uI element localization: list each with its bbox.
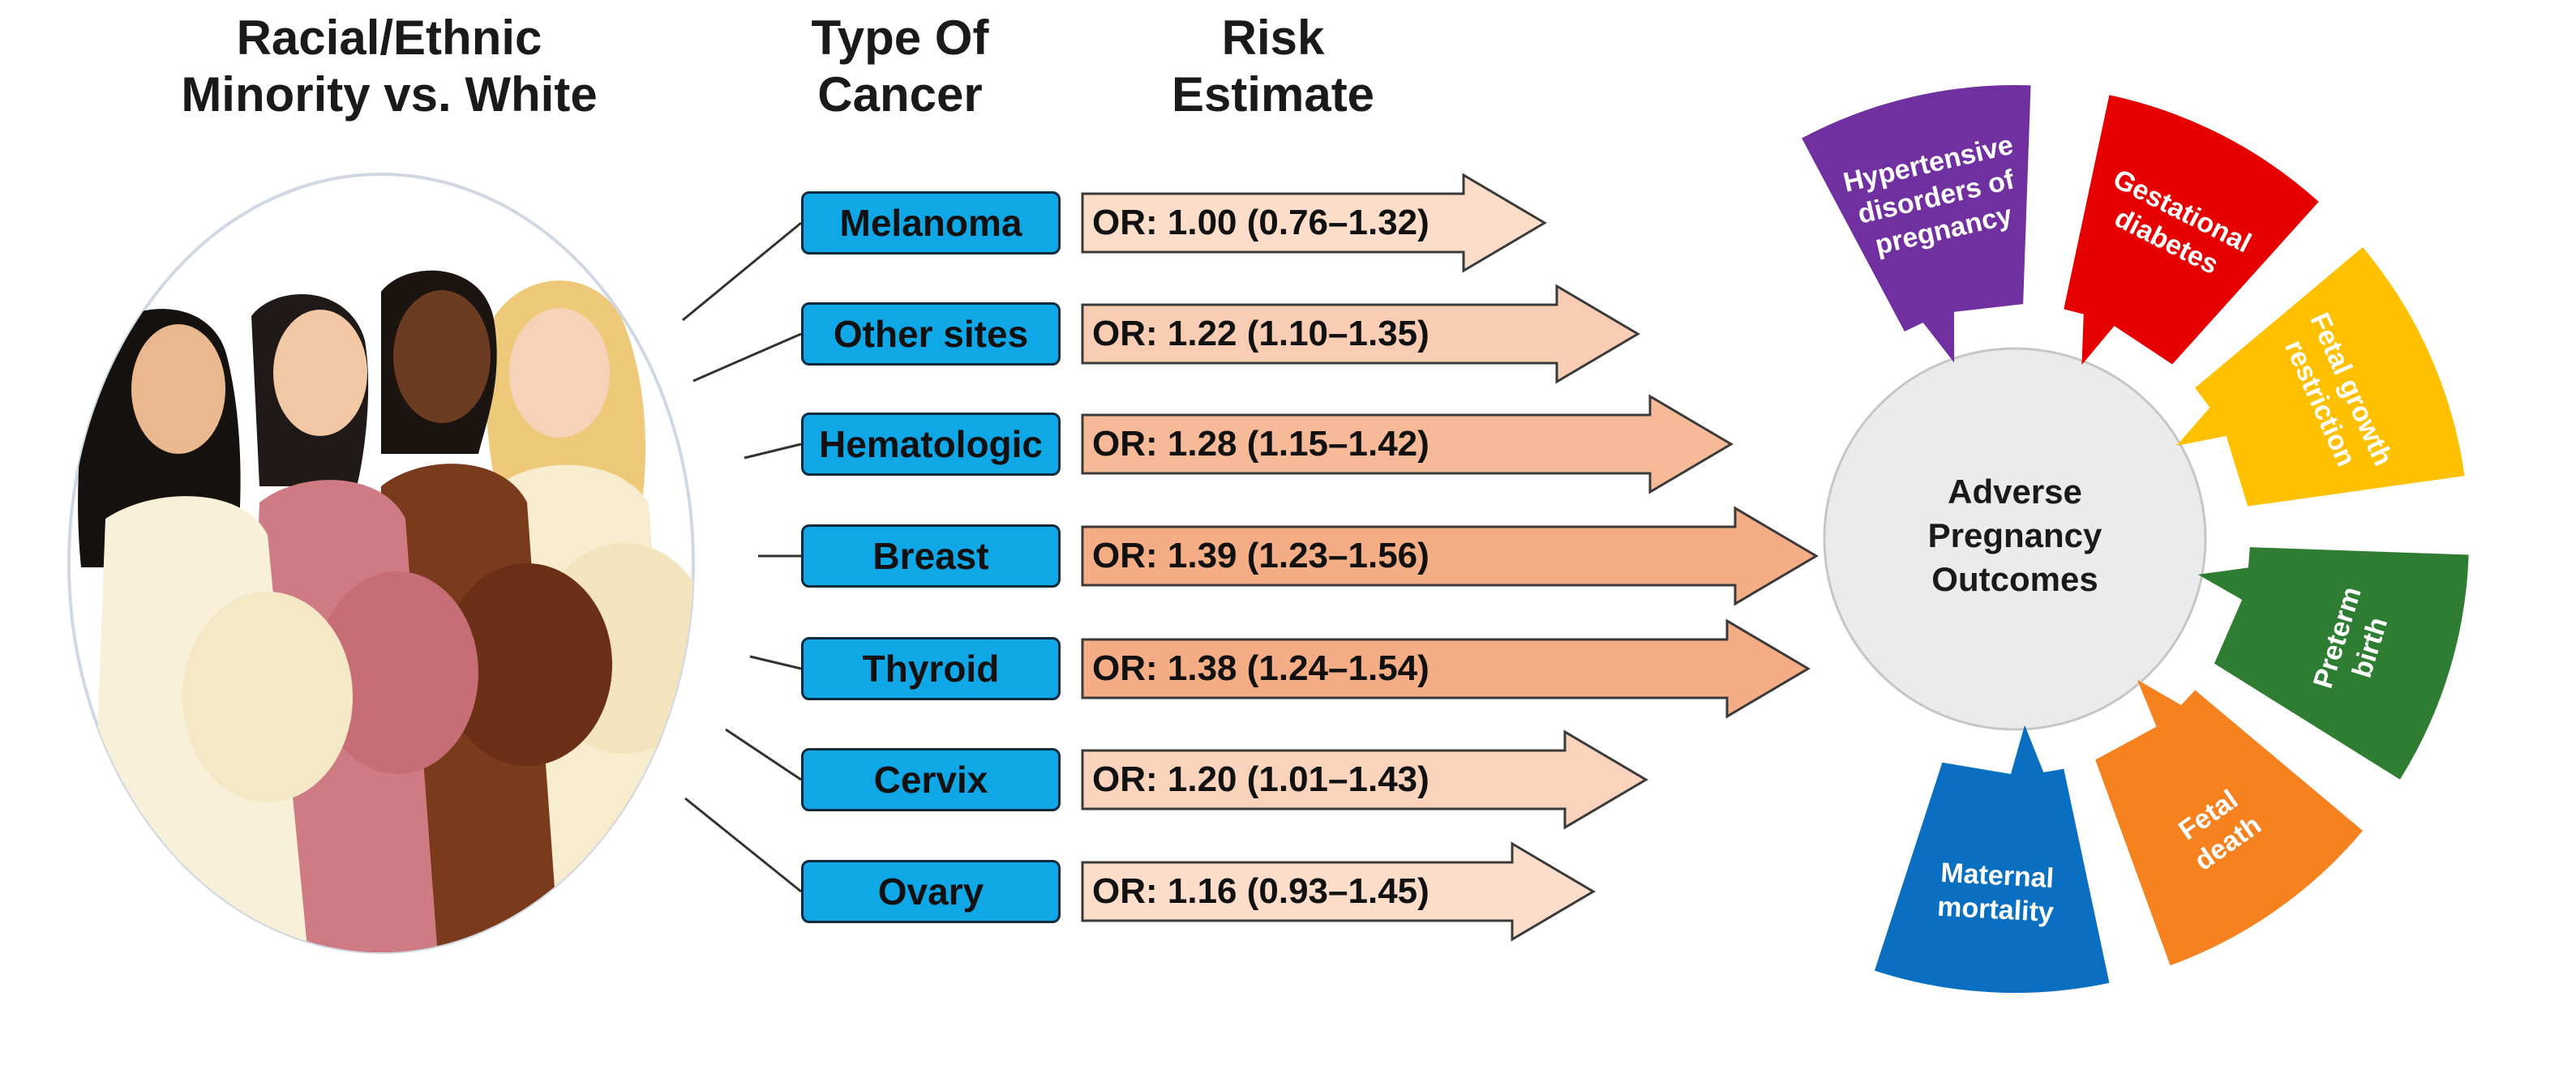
- risk-arrow: [1081, 729, 1648, 830]
- center-label: Adverse Pregnancy Outcomes: [1857, 470, 2173, 601]
- risk-arrow: [1081, 394, 1734, 494]
- connector-line: [749, 655, 802, 670]
- center-label-line2: Pregnancy: [1927, 516, 2102, 554]
- cancer-type-box: Cervix: [801, 748, 1061, 811]
- header-group-line1: Racial/Ethnic: [236, 11, 542, 65]
- header-risk-line2: Estimate: [1171, 67, 1375, 122]
- outcome-label-line: Maternal: [1940, 857, 2055, 894]
- cancer-type-box: Thyroid: [801, 637, 1061, 700]
- cancer-type-box: Breast: [801, 524, 1061, 588]
- pregnant-women-illustration: [67, 173, 695, 954]
- center-label-line3: Outcomes: [1931, 560, 2098, 598]
- outcome-wedge: [2064, 95, 2319, 366]
- odds-ratio-label: OR: 1.00 (0.76–1.32): [1092, 203, 1429, 242]
- header-type-line2: Cancer: [817, 67, 983, 122]
- header-group-line2: Minority vs. White: [181, 67, 598, 122]
- outcome-label-line: mortality: [1936, 892, 2054, 928]
- center-label-line1: Adverse: [1948, 473, 2082, 511]
- cancer-type-box: Ovary: [801, 860, 1061, 923]
- cancer-type-box: Hematologic: [801, 413, 1061, 476]
- header-type-line1: Type Of: [811, 11, 989, 65]
- outcome-wedge: [1802, 84, 2031, 363]
- header-group: Racial/Ethnic Minority vs. White: [130, 10, 649, 123]
- connector-line: [744, 443, 802, 460]
- adverse-outcomes-circle: [1823, 347, 2207, 731]
- odds-ratio-label: OR: 1.22 (1.10–1.35): [1092, 314, 1429, 353]
- odds-ratio-label: OR: 1.16 (0.93–1.45): [1092, 871, 1429, 911]
- outcome-wedge: [1874, 725, 2110, 993]
- risk-arrow: [1081, 618, 1811, 719]
- header-risk: Risk Estimate: [1111, 10, 1435, 123]
- risk-arrow: [1081, 841, 1596, 942]
- outcome-wedge: [2176, 247, 2465, 507]
- header-risk-line1: Risk: [1221, 11, 1325, 65]
- odds-ratio-label: OR: 1.20 (1.01–1.43): [1092, 759, 1429, 799]
- odds-ratio-label: OR: 1.28 (1.15–1.42): [1092, 424, 1429, 464]
- odds-ratio-label: OR: 1.38 (1.24–1.54): [1092, 648, 1429, 688]
- outcome-wedge: [2095, 679, 2363, 966]
- risk-arrow: [1081, 506, 1819, 606]
- odds-ratio-label: OR: 1.39 (1.23–1.56): [1092, 536, 1429, 575]
- connector-lines: [682, 221, 802, 893]
- risk-arrow: [1081, 284, 1640, 384]
- connector-line: [692, 332, 802, 383]
- connector-line: [725, 728, 802, 781]
- header-type: Type Of Cancer: [778, 10, 1022, 123]
- cancer-type-box: Melanoma: [801, 191, 1061, 254]
- risk-arrow: [1081, 173, 1547, 273]
- outcome-wedge: [2197, 547, 2469, 780]
- risk-arrows: [1081, 173, 1819, 942]
- connector-line: [684, 797, 802, 893]
- connector-line: [682, 221, 802, 322]
- cancer-type-box: Other sites: [801, 302, 1061, 366]
